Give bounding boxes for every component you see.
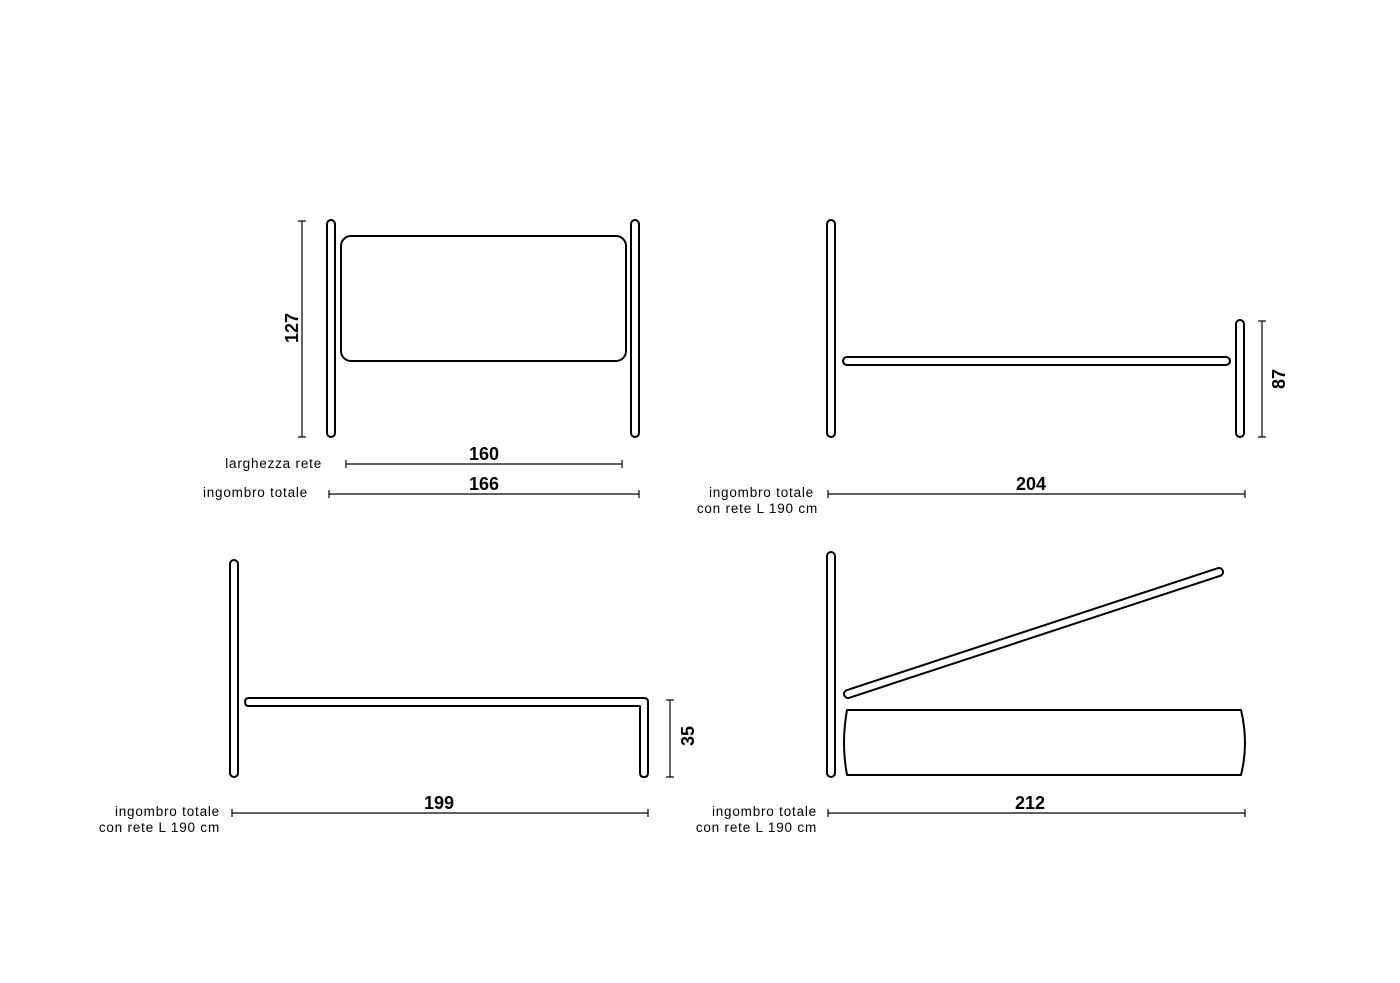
total-length-value: 199 bbox=[424, 793, 454, 813]
total-length-label-line1: ingombro totale bbox=[712, 804, 817, 819]
total-length-label-line1: ingombro totale bbox=[709, 485, 814, 500]
height-dimension-127: 127 bbox=[282, 220, 306, 438]
footboard-height-value: 35 bbox=[678, 726, 698, 746]
footboard-height-value: 87 bbox=[1269, 369, 1289, 389]
right-post bbox=[630, 219, 640, 438]
total-length-dimension-212: 212 ingombro totale con rete L 190 cm bbox=[696, 793, 1246, 835]
total-width-dimension-166: 166 ingombro totale bbox=[203, 474, 640, 500]
total-length-dimension-199: 199 ingombro totale con rete L 190 cm bbox=[99, 793, 649, 835]
frame-rail bbox=[842, 356, 1231, 366]
left-post bbox=[326, 219, 336, 438]
storage-box bbox=[843, 709, 1246, 776]
total-length-label-line2: con rete L 190 cm bbox=[99, 820, 220, 835]
headboard-panel bbox=[340, 235, 627, 362]
net-width-value: 160 bbox=[469, 444, 499, 464]
total-length-label-line1: ingombro totale bbox=[115, 804, 220, 819]
footboard-height-dimension-35: 35 bbox=[666, 699, 698, 778]
total-length-label-line2: con rete L 190 cm bbox=[697, 501, 818, 516]
total-length-value: 212 bbox=[1015, 793, 1045, 813]
side-view-footboard: 87 204 ingombro totale con rete L 190 cm bbox=[697, 219, 1289, 516]
footboard-post bbox=[1235, 319, 1245, 438]
footboard-height-dimension-87: 87 bbox=[1258, 320, 1289, 438]
height-value: 127 bbox=[282, 313, 302, 343]
frame-rail-with-leg bbox=[244, 697, 649, 778]
front-view: 127 160 larghezza rete 166 ingombro tota… bbox=[203, 219, 640, 500]
headboard-post bbox=[826, 219, 836, 438]
total-length-dimension-204: 204 ingombro totale con rete L 190 cm bbox=[697, 474, 1246, 516]
total-width-label: ingombro totale bbox=[203, 485, 308, 500]
headboard-post bbox=[229, 559, 239, 778]
total-length-value: 204 bbox=[1016, 474, 1046, 494]
total-width-value: 166 bbox=[469, 474, 499, 494]
headboard-post bbox=[826, 551, 836, 778]
lifted-net-fill bbox=[845, 569, 1222, 697]
total-length-label-line2: con rete L 190 cm bbox=[696, 820, 817, 835]
side-view-storage: 212 ingombro totale con rete L 190 cm bbox=[696, 551, 1246, 835]
net-width-dimension-160: 160 larghezza rete bbox=[225, 444, 623, 471]
net-width-label: larghezza rete bbox=[225, 456, 322, 471]
side-view-low-footboard: 35 199 ingombro totale con rete L 190 cm bbox=[99, 559, 698, 835]
